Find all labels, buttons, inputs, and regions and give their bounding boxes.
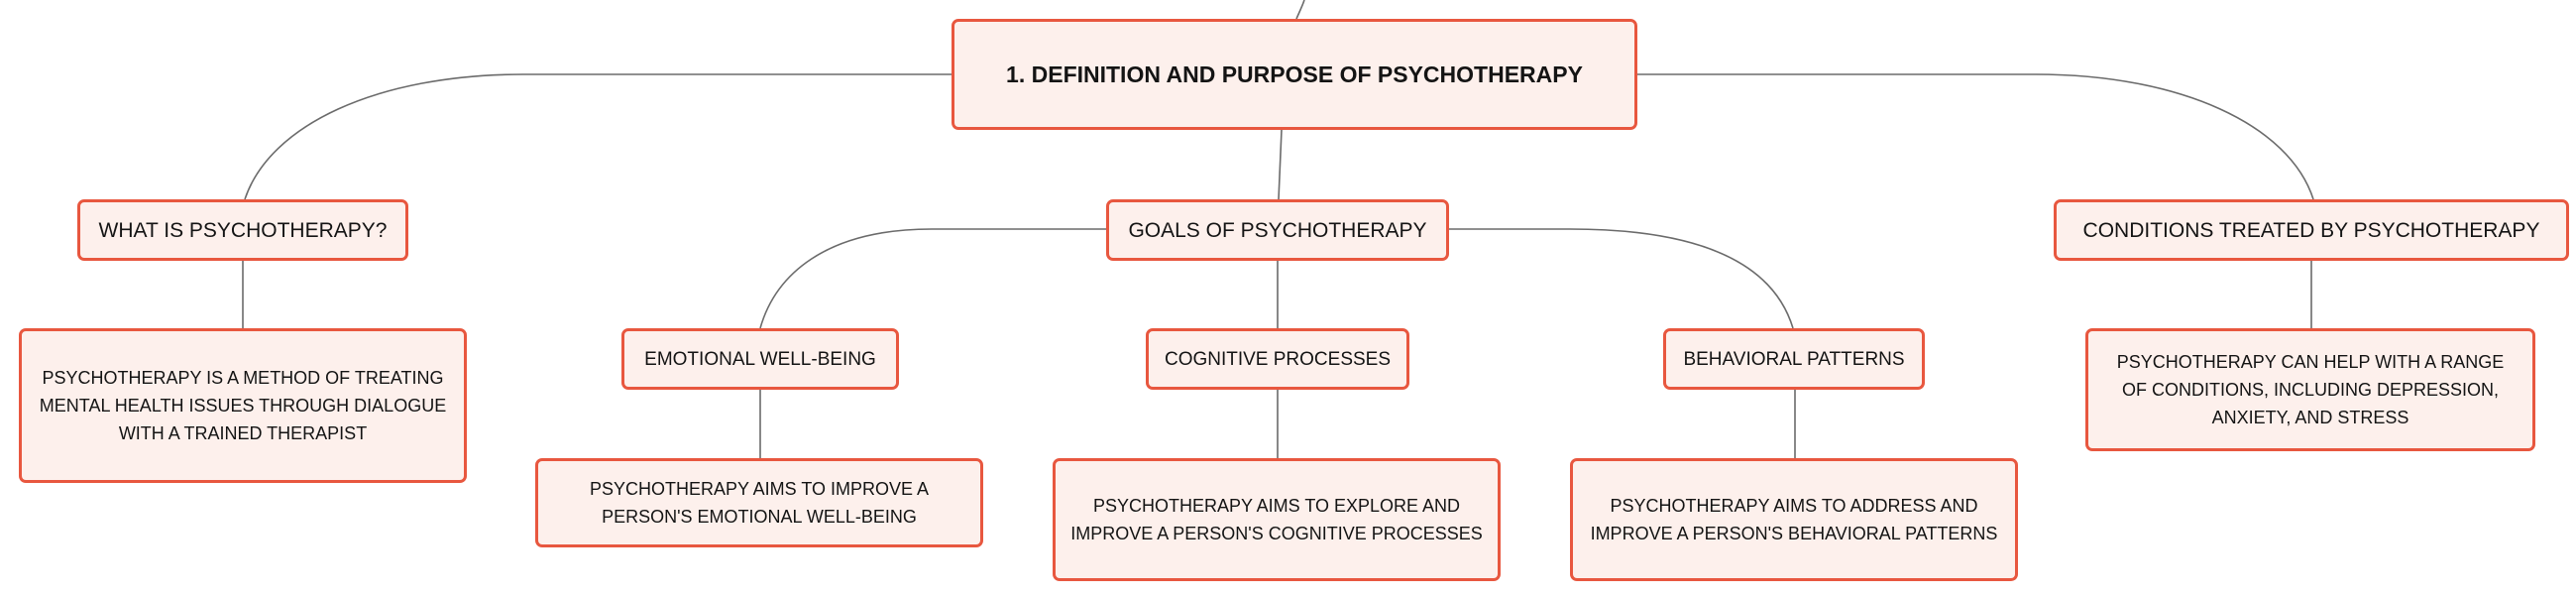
detail-behavioral-patterns[interactable]: PSYCHOTHERAPY AIMS TO ADDRESS AND IMPROV… bbox=[1570, 458, 2018, 581]
topic-what-is-label: WHAT IS PSYCHOTHERAPY? bbox=[98, 218, 388, 242]
connector-goals-to-emotional bbox=[759, 228, 1106, 329]
root-topic-node[interactable]: 1. DEFINITION AND PURPOSE OF PSYCHOTHERA… bbox=[952, 19, 1637, 130]
detail-cognitive-text: PSYCHOTHERAPY AIMS TO EXPLORE AND IMPROV… bbox=[1070, 496, 1483, 543]
topic-goals-label: GOALS OF PSYCHOTHERAPY bbox=[1128, 218, 1427, 242]
detail-what-is-text: PSYCHOTHERAPY IS A METHOD OF TREATING ME… bbox=[39, 368, 447, 443]
connector-root-to-conditions bbox=[1637, 73, 2314, 200]
detail-cognitive-processes[interactable]: PSYCHOTHERAPY AIMS TO EXPLORE AND IMPROV… bbox=[1053, 458, 1501, 581]
subtopic-cognitive-processes[interactable]: COGNITIVE PROCESSES bbox=[1146, 328, 1409, 390]
detail-what-is-psychotherapy[interactable]: PSYCHOTHERAPY IS A METHOD OF TREATING ME… bbox=[19, 328, 467, 483]
detail-conditions-treated[interactable]: PSYCHOTHERAPY CAN HELP WITH A RANGE OF C… bbox=[2085, 328, 2535, 451]
connector-root-to-goals bbox=[1278, 129, 1283, 200]
connector-parent-to-root bbox=[1295, 0, 1305, 20]
topic-conditions-label: CONDITIONS TREATED BY PSYCHOTHERAPY bbox=[2082, 218, 2540, 242]
detail-emotional-well-being[interactable]: PSYCHOTHERAPY AIMS TO IMPROVE A PERSON'S… bbox=[535, 458, 983, 547]
root-topic-label: 1. DEFINITION AND PURPOSE OF PSYCHOTHERA… bbox=[1006, 60, 1583, 87]
detail-emotional-text: PSYCHOTHERAPY AIMS TO IMPROVE A PERSON'S… bbox=[589, 479, 930, 527]
topic-what-is-psychotherapy[interactable]: WHAT IS PSYCHOTHERAPY? bbox=[77, 199, 408, 261]
subtopic-behavioral-patterns[interactable]: BEHAVIORAL PATTERNS bbox=[1663, 328, 1925, 390]
subtopic-behavioral-label: BEHAVIORAL PATTERNS bbox=[1683, 348, 1905, 370]
subtopic-emotional-well-being[interactable]: EMOTIONAL WELL-BEING bbox=[621, 328, 899, 390]
subtopic-cognitive-label: COGNITIVE PROCESSES bbox=[1164, 348, 1392, 370]
topic-conditions-treated[interactable]: CONDITIONS TREATED BY PSYCHOTHERAPY bbox=[2054, 199, 2569, 261]
subtopic-emotional-label: EMOTIONAL WELL-BEING bbox=[644, 348, 876, 370]
connector-root-to-what bbox=[244, 73, 952, 200]
topic-goals-of-psychotherapy[interactable]: GOALS OF PSYCHOTHERAPY bbox=[1106, 199, 1449, 261]
connector-goals-to-behavioral bbox=[1449, 228, 1794, 329]
detail-conditions-text: PSYCHOTHERAPY CAN HELP WITH A RANGE OF C… bbox=[2116, 352, 2505, 427]
detail-behavioral-text: PSYCHOTHERAPY AIMS TO ADDRESS AND IMPROV… bbox=[1590, 496, 1998, 543]
